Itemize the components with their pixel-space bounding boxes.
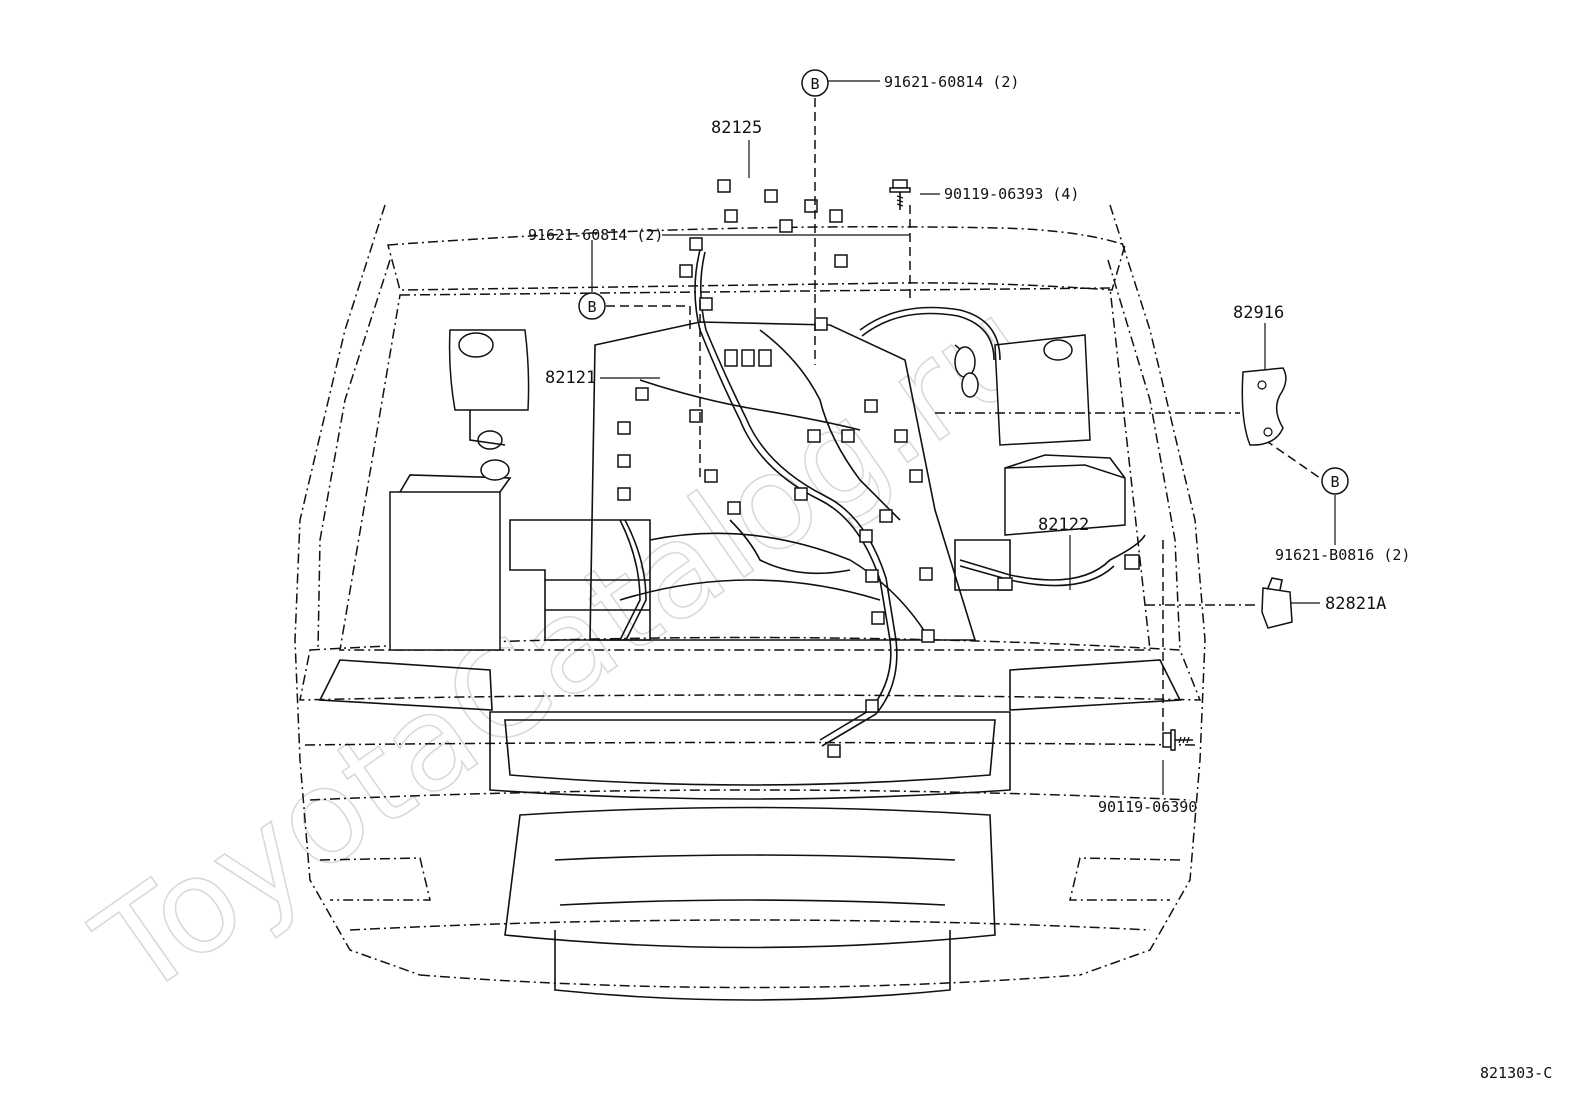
part-82122: 82122 — [1038, 515, 1089, 535]
bolt-icon-top — [889, 179, 911, 210]
marker-b: B — [1330, 473, 1339, 491]
diagram-ref-code: 821303-C — [1480, 1064, 1552, 1082]
callout-b-top: B 91621-60814 (2) — [801, 69, 1019, 97]
callout-b-right: B 91621-B0816 (2) — [1275, 467, 1410, 564]
marker-b: B — [587, 298, 596, 316]
part-82916: 82916 — [1233, 303, 1284, 323]
bracket-icon-82916 — [1241, 367, 1287, 446]
label-90119-06390: 90119-06390 — [1098, 798, 1197, 816]
label-90119-06393: 90119-06393 (4) — [944, 185, 1079, 203]
part-82125: 82125 — [711, 118, 762, 138]
label-91621-b0816: 91621-B0816 (2) — [1275, 546, 1410, 564]
sensor-icon-82821A — [1261, 577, 1293, 629]
label-91621-60814-top: 91621-60814 (2) — [884, 73, 1019, 91]
part-82121: 82121 — [545, 368, 596, 388]
wiring-harness — [617, 179, 1146, 758]
engine-components — [389, 321, 1126, 651]
vehicle-body — [294, 204, 1206, 1001]
label-91621-60814-left: 91621-60814 (2) — [528, 226, 663, 244]
callout-b-left: 91621-60814 (2) B — [528, 226, 663, 320]
leader-lines — [591, 80, 1336, 795]
bolt-icon-bottom — [1162, 729, 1193, 751]
marker-b: B — [810, 75, 819, 93]
part-82821a: 82821A — [1325, 594, 1386, 614]
